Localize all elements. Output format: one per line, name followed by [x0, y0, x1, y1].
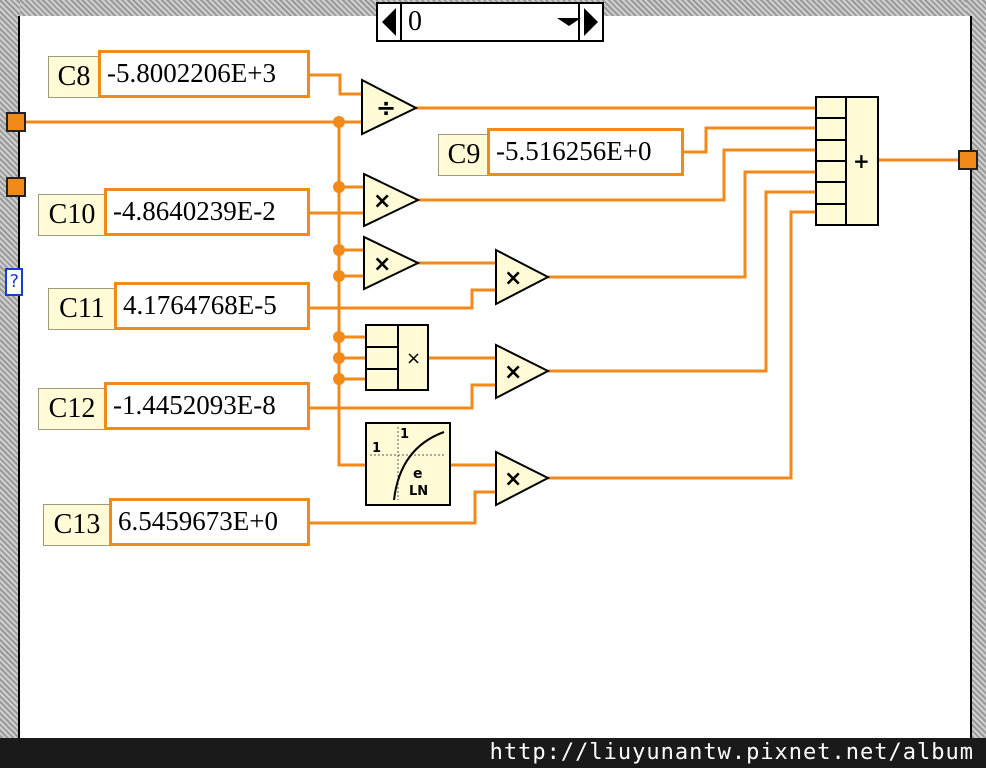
constant-label-c12: C12	[38, 388, 106, 430]
wire-c9[interactable]	[684, 126, 816, 154]
wire-c12[interactable]	[310, 383, 496, 410]
wire-c8[interactable]	[310, 73, 362, 96]
junction-dot	[333, 270, 345, 282]
add-symbol: +	[853, 149, 870, 173]
wire-mult1-out[interactable]	[418, 148, 816, 202]
wire-mult3-out[interactable]	[548, 190, 816, 373]
junction-dot	[333, 373, 345, 385]
input-terminal-1[interactable]	[6, 112, 26, 132]
divide-node[interactable]: ÷	[361, 78, 419, 136]
ln-e-symbol: e	[413, 466, 423, 482]
constant-label-c13: C13	[43, 504, 111, 546]
junction-dot	[333, 244, 345, 256]
multiply-node-c12[interactable]: ×	[495, 343, 551, 400]
constant-value-c11[interactable]: 4.1764768E-5	[114, 282, 310, 330]
wire-c11[interactable]	[310, 288, 496, 310]
ln-label: LN	[409, 484, 428, 499]
watermark-url: http://liuyunantw.pixnet.net/album	[489, 740, 974, 765]
compound-multiply-node[interactable]: ×	[365, 324, 429, 391]
wire-mult2-out[interactable]	[548, 170, 816, 279]
constant-value-c8[interactable]: -5.8002206E+3	[98, 50, 310, 98]
selector-value: 0	[408, 6, 422, 37]
wire-layer: ÷ × × × × × 1 1 e LN ×	[26, 73, 960, 525]
constant-label-c10: C10	[38, 194, 106, 236]
decrement-arrow[interactable]	[378, 4, 402, 40]
constant-label-c8: C8	[48, 56, 100, 98]
compound-add-node[interactable]: +	[815, 96, 879, 226]
compound-multiply-symbol: ×	[406, 348, 421, 369]
multiply-symbol: ×	[373, 252, 391, 277]
multiply-node-c13[interactable]: ×	[495, 450, 551, 507]
wire-c13[interactable]	[310, 490, 496, 525]
multiply-node-c11[interactable]: ×	[495, 248, 551, 306]
natural-log-node[interactable]: 1 1 e LN	[365, 422, 451, 506]
constant-value-c10[interactable]: -4.8640239E-2	[104, 188, 310, 236]
multiply-symbol: ×	[373, 189, 391, 214]
junction-dot	[333, 116, 345, 128]
case-selector[interactable]: 0	[376, 2, 604, 42]
log-curve-icon	[393, 431, 445, 501]
multiply-symbol: ×	[504, 467, 522, 492]
footer-bar: http://liuyunantw.pixnet.net/album	[0, 738, 986, 768]
dropdown-icon[interactable]	[556, 14, 582, 28]
wire-trunk[interactable]	[337, 122, 366, 467]
constant-value-c13[interactable]: 6.5459673E+0	[109, 498, 310, 546]
junction-dot	[333, 352, 345, 364]
right-arrow-icon	[584, 8, 598, 36]
square-multiply-node[interactable]: ×	[363, 235, 421, 291]
constant-label-c9: C9	[438, 134, 490, 176]
multiply-node-c10[interactable]: ×	[363, 172, 421, 228]
left-arrow-icon	[382, 8, 396, 36]
junction-dot	[333, 181, 345, 193]
wire-mult4-out[interactable]	[548, 210, 816, 480]
constant-value-c12[interactable]: -1.4452093E-8	[104, 382, 310, 430]
increment-arrow[interactable]	[578, 4, 602, 40]
constant-value-c9[interactable]: -5.516256E+0	[487, 128, 684, 176]
input-terminal-2[interactable]	[6, 177, 26, 197]
divide-symbol: ÷	[376, 94, 396, 122]
constant-label-c11: C11	[48, 288, 116, 330]
multiply-symbol: ×	[504, 360, 522, 385]
ln-tick-y: 1	[372, 441, 381, 456]
unknown-terminal-icon[interactable]: ?	[5, 268, 23, 296]
ln-tick-x: 1	[400, 427, 409, 442]
output-terminal[interactable]	[958, 150, 978, 170]
multiply-symbol: ×	[504, 266, 522, 291]
junction-dot	[333, 331, 345, 343]
